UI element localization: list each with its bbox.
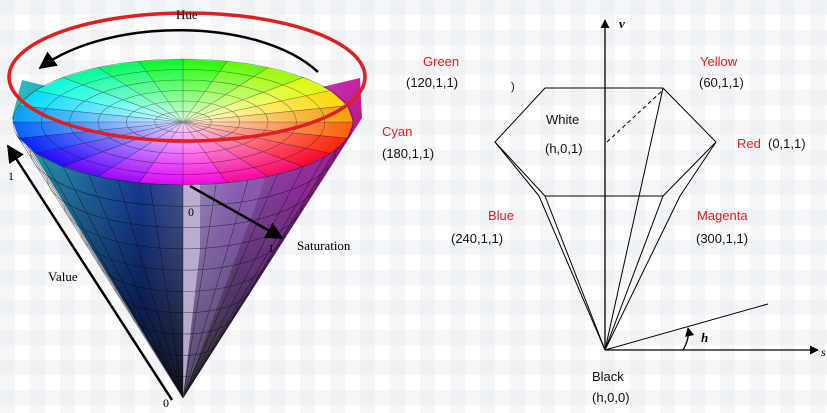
stray-paren: ) bbox=[511, 81, 515, 93]
yellow-coords: (60,1,1) bbox=[699, 75, 744, 90]
white-name: White bbox=[546, 112, 579, 127]
dashed-line bbox=[606, 89, 664, 143]
tick-one-left: 1 bbox=[8, 169, 14, 183]
cone-grid bbox=[12, 121, 354, 399]
hue-label: Hue bbox=[176, 7, 198, 22]
hsv-cone: Hue Saturation Value 1 0 0 1 bbox=[6, 7, 367, 410]
magenta-name: Magenta bbox=[697, 208, 748, 223]
red-coords: (0,1,1) bbox=[768, 136, 806, 151]
axis-h-label: h bbox=[701, 330, 708, 345]
h-reference-line bbox=[604, 303, 769, 351]
saturation-label: Saturation bbox=[297, 238, 351, 253]
axis-v-label: v bbox=[619, 16, 625, 31]
hue-arc-arrow bbox=[38, 29, 319, 73]
cyan-name: Cyan bbox=[382, 124, 412, 139]
white-coords: (h,0,1) bbox=[545, 141, 583, 156]
axis-s-label: s bbox=[821, 345, 826, 359]
tick-zero-center: 0 bbox=[188, 205, 194, 219]
highlight-ellipse bbox=[7, 11, 367, 143]
red-name: Red bbox=[737, 136, 761, 151]
yellow-name: Yellow bbox=[700, 54, 738, 69]
saturation-arrow bbox=[189, 184, 284, 240]
hexcone-diagram bbox=[494, 19, 819, 355]
tick-one-radius: 1 bbox=[268, 241, 274, 255]
value-label: Value bbox=[48, 269, 78, 284]
green-name: Green bbox=[423, 54, 459, 69]
h-angle-arrow bbox=[682, 327, 695, 351]
blue-coords: (240,1,1) bbox=[451, 231, 503, 246]
hexcone-labels: v s h Green (120,1,1) Yellow (60,1,1) Cy… bbox=[382, 16, 826, 405]
blue-name: Blue bbox=[488, 208, 514, 223]
magenta-coords: (300,1,1) bbox=[696, 231, 748, 246]
cyan-coords: (180,1,1) bbox=[382, 146, 434, 161]
tick-zero-bottom: 0 bbox=[163, 396, 169, 410]
green-coords: (120,1,1) bbox=[406, 75, 458, 90]
black-name: Black bbox=[592, 369, 624, 384]
value-axis-arrow bbox=[6, 144, 174, 401]
black-coords: (h,0,0) bbox=[592, 390, 630, 405]
